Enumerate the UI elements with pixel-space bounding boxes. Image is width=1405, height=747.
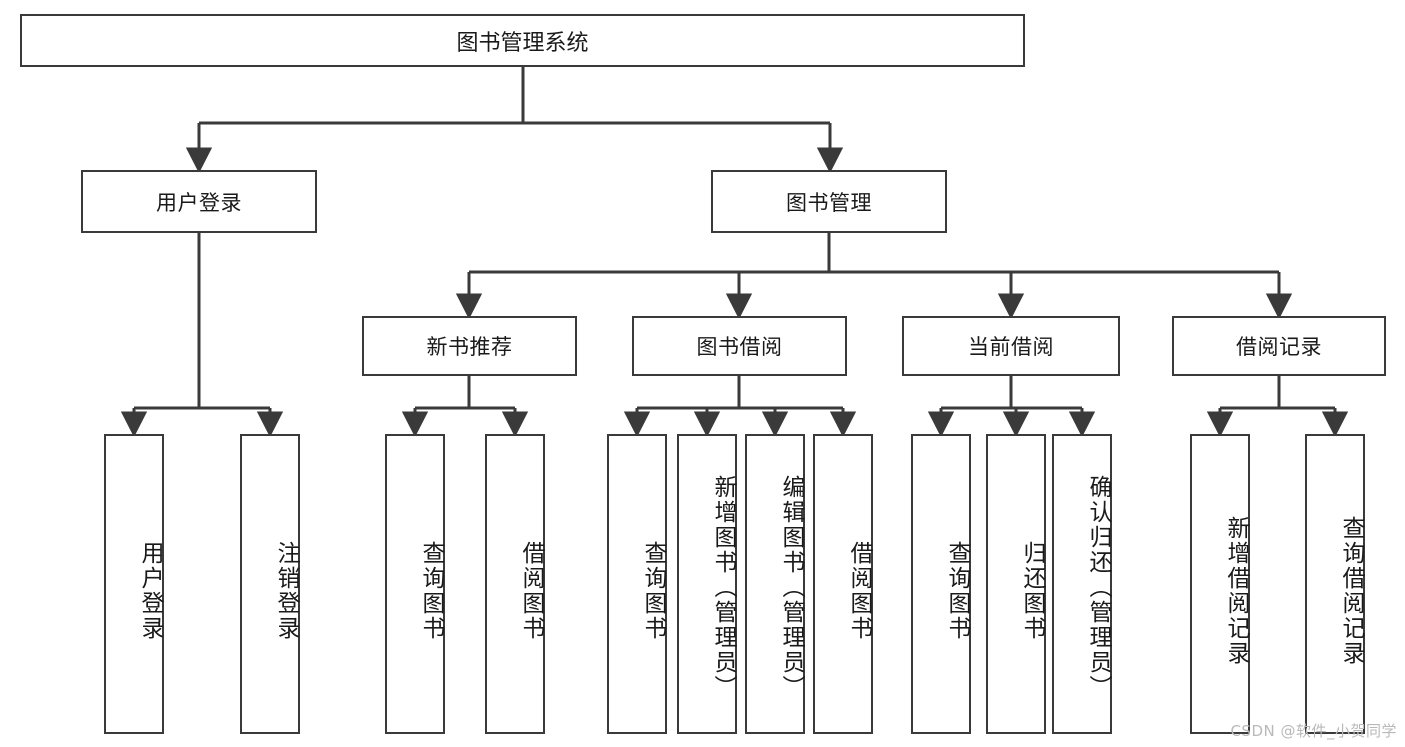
node-book-manage-label: 图书管理 [786, 190, 872, 215]
leaf-borrow-book-recommend-label: 借阅图书 [518, 541, 544, 641]
leaf-query-borrow-record-label: 查询借阅记录 [1338, 516, 1364, 666]
leaf-edit-book-admin-label: 编辑图书（管理员） [778, 474, 804, 700]
leaf-return-book-label: 归还图书 [1019, 541, 1045, 641]
leaf-confirm-return-admin[interactable]: 确认归还（管理员） [1052, 434, 1112, 734]
node-root-label: 图书管理系统 [456, 30, 589, 56]
leaf-add-borrow-record-label: 新增借阅记录 [1223, 516, 1249, 666]
node-book-borrow[interactable]: 图书借阅 [632, 316, 847, 376]
node-borrow-record-label: 借阅记录 [1236, 335, 1322, 359]
leaf-query-book-borrow[interactable]: 查询图书 [607, 434, 667, 734]
node-book-manage[interactable]: 图书管理 [711, 170, 947, 233]
leaf-user-login-label: 用户登录 [137, 541, 163, 641]
leaf-logout[interactable]: 注销登录 [240, 434, 300, 734]
leaf-confirm-return-admin-label: 确认归还（管理员） [1085, 474, 1111, 700]
node-current-borrow[interactable]: 当前借阅 [902, 316, 1120, 376]
leaf-user-login[interactable]: 用户登录 [104, 434, 164, 734]
node-current-borrow-label: 当前借阅 [968, 335, 1054, 359]
node-borrow-record[interactable]: 借阅记录 [1172, 316, 1386, 376]
leaf-add-borrow-record[interactable]: 新增借阅记录 [1190, 434, 1250, 734]
node-user-login-label: 用户登录 [156, 190, 242, 215]
leaf-borrow-book-recommend[interactable]: 借阅图书 [485, 434, 545, 734]
leaf-add-book-admin-label: 新增图书（管理员） [710, 474, 736, 700]
leaf-query-book-current[interactable]: 查询图书 [911, 434, 971, 734]
leaf-borrow-book-borrow-label: 借阅图书 [846, 541, 872, 641]
leaf-query-borrow-record[interactable]: 查询借阅记录 [1305, 434, 1365, 734]
leaf-query-book-current-label: 查询图书 [944, 541, 970, 641]
node-new-book-recommend[interactable]: 新书推荐 [362, 316, 577, 376]
node-user-login[interactable]: 用户登录 [81, 170, 317, 233]
csdn-watermark: CSDN @软件_小贺同学 [1230, 722, 1397, 740]
leaf-logout-label: 注销登录 [273, 541, 299, 641]
leaf-return-book[interactable]: 归还图书 [986, 434, 1046, 734]
leaf-borrow-book-borrow[interactable]: 借阅图书 [813, 434, 873, 734]
leaf-edit-book-admin[interactable]: 编辑图书（管理员） [745, 434, 805, 734]
leaf-query-book-recommend-label: 查询图书 [418, 541, 444, 641]
leaf-query-book-recommend[interactable]: 查询图书 [385, 434, 445, 734]
node-root[interactable]: 图书管理系统 [20, 14, 1025, 67]
leaf-add-book-admin[interactable]: 新增图书（管理员） [677, 434, 737, 734]
leaf-query-book-borrow-label: 查询图书 [640, 541, 666, 641]
node-new-book-recommend-label: 新书推荐 [426, 335, 513, 359]
node-book-borrow-label: 图书借阅 [696, 335, 783, 359]
